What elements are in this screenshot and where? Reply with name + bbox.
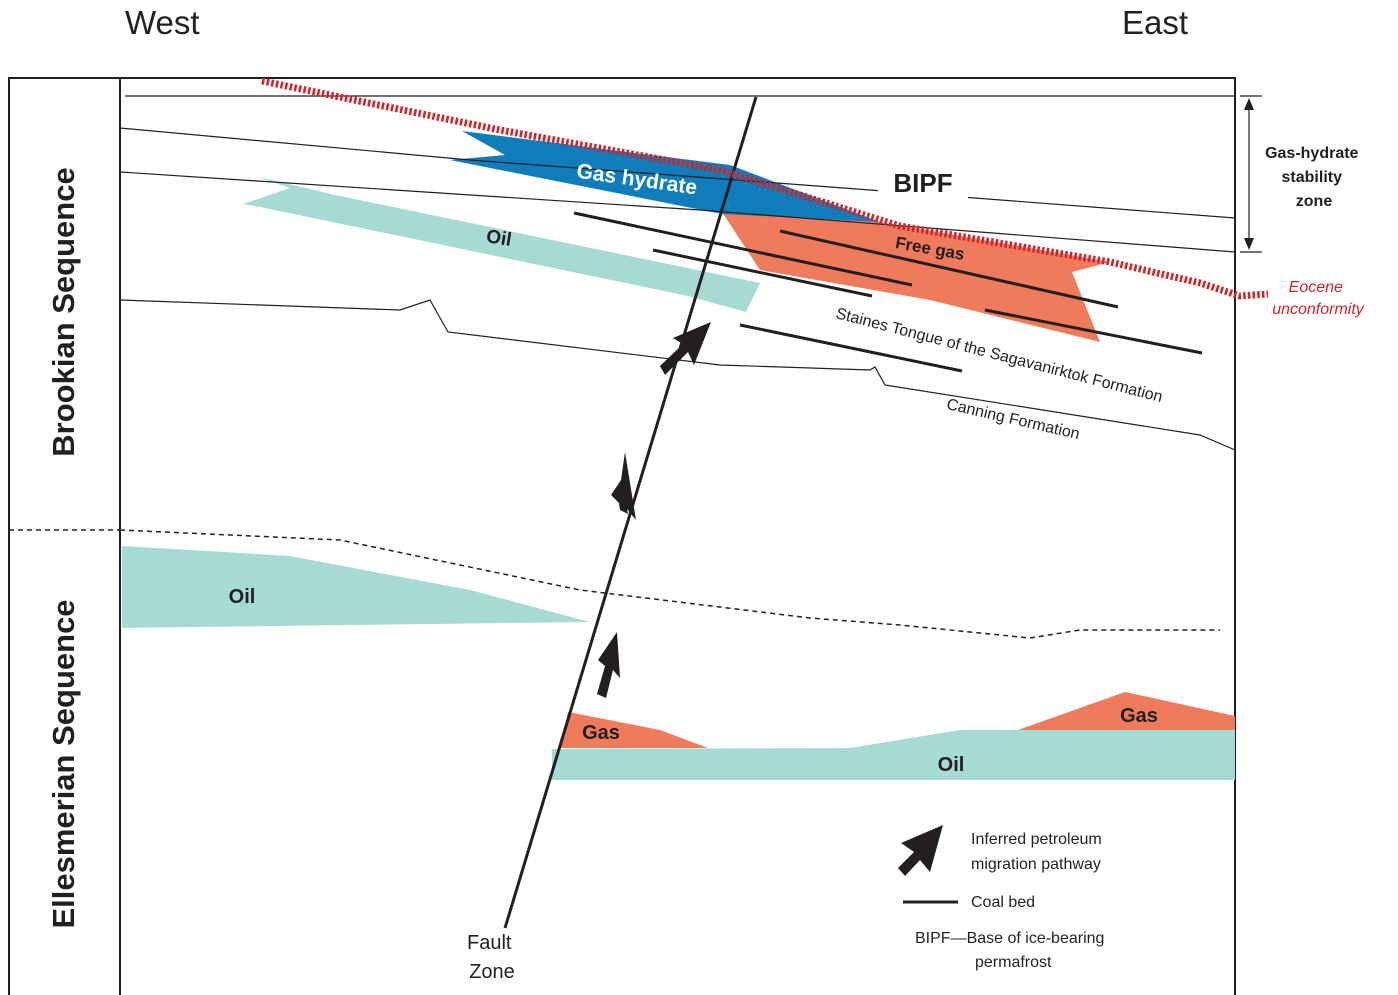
legend-migration-arrow-icon [898,825,943,876]
coal-beds [573,211,1203,373]
migration-arrow-1 [660,322,711,375]
legend-coal-bed-text: Coal bed [971,894,1035,911]
sequence-boundary-dashed [119,529,1220,639]
diagram-frame [8,77,1236,995]
legend-migration-text: Inferred petroleum migration pathway [971,831,1106,873]
fault-zone-label: Fault Zone [467,932,517,983]
oil-body-lower-left [122,546,590,628]
east-label: East [1122,4,1189,41]
gas-body-lower-right [1018,692,1235,730]
oil-mid-label: Oil [229,586,256,608]
west-label: West [125,4,200,41]
bipf-label: BIPF [893,168,952,198]
gas-left-label: Gas [582,722,620,744]
stability-zone-bracket [1240,95,1262,253]
gas-hydrate-body [450,131,880,222]
gas-body-lower-left [561,712,708,748]
migration-arrow-2 [611,452,636,520]
eocene-unconformity-line [261,77,1269,300]
oil-upper-label: Oil [485,226,513,251]
free-gas-body [722,212,1110,342]
oil-lower-label: Oil [938,754,965,776]
gas-right-label: Gas [1120,705,1158,727]
legend-bipf-text: BIPF—Base of ice-bearing permafrost [915,930,1109,971]
legend: Inferred petroleum migration pathway Coa… [898,825,1109,971]
stability-zone-label: Gas-hydrate stability zone [1265,145,1363,210]
migration-arrows [597,322,711,698]
migration-arrow-3 [597,632,620,698]
canning-formation-label: Canning Formation [945,396,1081,443]
oil-body-upper [243,176,760,312]
horizon-lines [119,95,1236,451]
oil-body-lower-right [552,730,1235,780]
eocene-unconformity-label: Eocene unconformity [1272,279,1365,318]
